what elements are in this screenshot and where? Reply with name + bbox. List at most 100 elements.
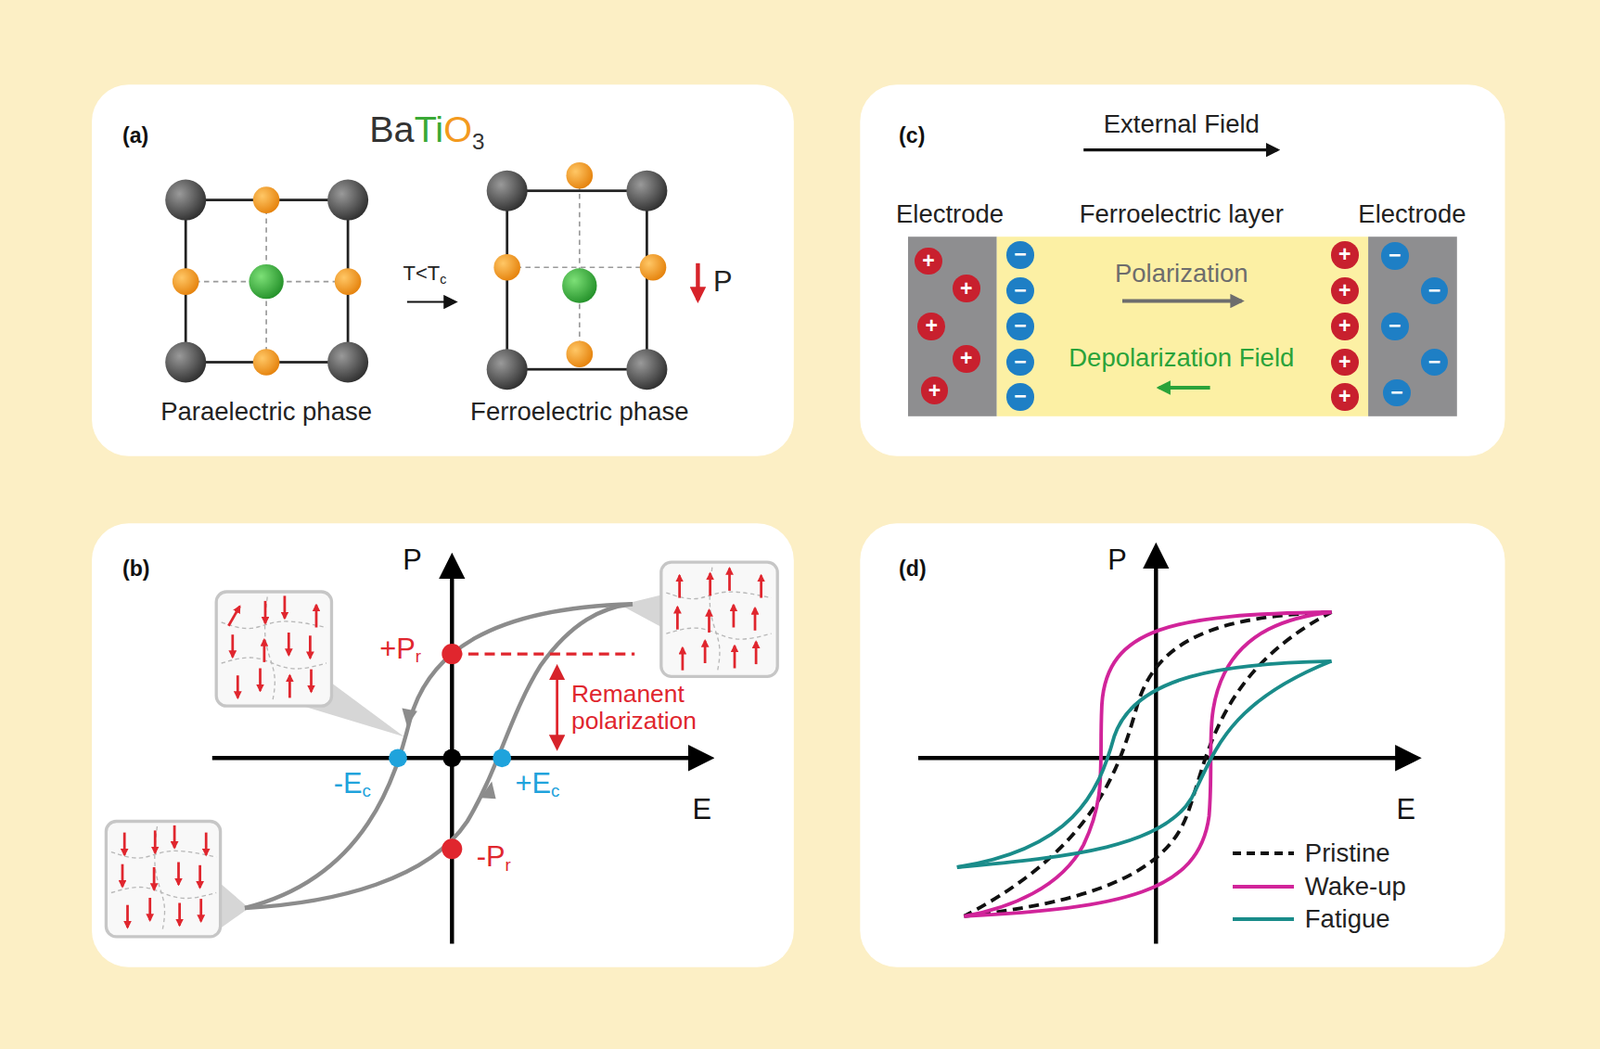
node-title: Ferroelectric layer xyxy=(1079,200,1284,229)
charge-symbol: − xyxy=(1006,348,1035,377)
legend-sample xyxy=(1232,913,1294,925)
charge-symbol: + xyxy=(952,345,981,373)
domain-wall xyxy=(265,597,276,703)
dipole-arrow xyxy=(148,897,152,921)
node-text: Depolarization Field xyxy=(1068,344,1294,372)
dipole-arrow xyxy=(732,604,736,628)
charge-symbol: − xyxy=(1420,277,1449,306)
node-title: (c) xyxy=(898,124,925,148)
panel: (b) xyxy=(91,523,794,968)
dipole-arrow xyxy=(707,610,711,633)
paraelectric-cell-part xyxy=(253,186,281,214)
dipole-arrow xyxy=(315,604,319,628)
dipole-arrow xyxy=(733,645,737,668)
subscript: c xyxy=(550,781,560,802)
panel: (d) xyxy=(859,523,1505,968)
domain-wall xyxy=(221,621,327,629)
dipole-arrow xyxy=(121,864,125,887)
loop-point xyxy=(388,643,512,859)
dipole-arrow xyxy=(681,648,685,671)
charge-symbol: + xyxy=(1331,348,1359,377)
loop-direction-part xyxy=(480,781,497,800)
domain-inset-part xyxy=(105,821,220,937)
electrode: Electrode xyxy=(1344,198,1480,416)
dipole-arrow xyxy=(704,640,707,664)
paraelectric-cell-part xyxy=(327,342,369,384)
paraelectric-cell-part xyxy=(185,200,348,363)
panel-ground xyxy=(91,84,1506,968)
ferroelectric-cell-part xyxy=(578,175,581,355)
point-label: -E xyxy=(333,768,363,800)
domain-wall xyxy=(665,591,771,600)
dipole-arrow xyxy=(198,865,202,888)
ferroelectric-cell-part xyxy=(493,254,521,282)
pristine-loop xyxy=(964,612,1332,917)
inset-pointer-part xyxy=(620,594,663,628)
charge-symbol: + xyxy=(914,247,943,276)
axis-label: E xyxy=(1396,793,1417,826)
field-label: External Field xyxy=(1103,110,1260,139)
formula: Ti xyxy=(414,109,445,151)
dipole-arrow xyxy=(178,903,181,926)
legend-item: Fatigue xyxy=(1232,904,1391,935)
charge-symbol: + xyxy=(1331,383,1359,411)
point-label: +E xyxy=(515,768,552,800)
electrode: Electrode xyxy=(882,198,1017,416)
remanent-guide xyxy=(451,652,635,655)
charge-symbol: − xyxy=(1006,277,1035,306)
domain-inset xyxy=(105,562,778,937)
ferroelectric-cell-part xyxy=(640,254,667,282)
dipole-arrow xyxy=(123,832,127,856)
paraelectric-cell-part xyxy=(253,348,281,376)
fatigue-loop xyxy=(957,661,1332,868)
dipole-arrow xyxy=(308,635,312,658)
ferroelectric-cell-part xyxy=(626,348,667,390)
dipole-arrow xyxy=(676,607,679,630)
axis-label: E xyxy=(692,793,713,826)
point-label: +P xyxy=(379,633,416,666)
paraelectric-cell xyxy=(165,179,369,384)
ferroelectric-cell-part xyxy=(507,266,653,269)
paraelectric-cell-part xyxy=(248,264,283,299)
pristine-loop-part xyxy=(964,612,1332,917)
subscript: 3 xyxy=(472,129,485,155)
condition: T<T xyxy=(403,262,441,285)
node-title: Electrode xyxy=(1357,200,1466,229)
dipole-arrow xyxy=(708,573,712,596)
legend-line xyxy=(1232,884,1294,889)
polarization-arrow xyxy=(1122,299,1242,304)
charge-symbol: − xyxy=(1381,312,1409,341)
loop-point-part xyxy=(388,748,408,768)
subscript: c xyxy=(361,781,371,802)
axis-label: P xyxy=(1107,544,1127,576)
domain-wall xyxy=(221,657,327,669)
subscript: c xyxy=(439,272,447,288)
dipole-arrow xyxy=(754,608,757,631)
capacitor-stack-part xyxy=(1368,236,1458,417)
ferroelectric-cell-part xyxy=(486,348,528,390)
loop-direction-part xyxy=(401,707,418,727)
dipole-arrow xyxy=(153,867,156,890)
node-title: (d) xyxy=(898,557,927,581)
ferroelectric-cell xyxy=(486,162,668,390)
panel-ground-part xyxy=(91,523,794,968)
panel-ground-part xyxy=(91,84,794,456)
dipole-arrow xyxy=(728,568,731,591)
legend-sample xyxy=(1232,881,1294,893)
fatigue-loop-part xyxy=(957,661,1332,868)
dipole-arrow xyxy=(263,640,267,663)
phase-label: Paraelectric phase xyxy=(160,397,372,426)
capacitor-stack-part xyxy=(908,236,998,417)
capacitor-stack xyxy=(908,236,1458,417)
charge-symbol: + xyxy=(1331,241,1359,269)
pristine-loop-part xyxy=(964,612,1332,917)
dipole-arrow xyxy=(230,634,234,657)
legend-line xyxy=(1232,851,1294,856)
legend-line xyxy=(1232,917,1294,922)
dipole-arrow xyxy=(258,668,262,692)
ferroelectric-cell-part xyxy=(626,170,667,212)
dipole-arrow xyxy=(309,669,313,692)
node-title: (b) xyxy=(122,557,151,581)
